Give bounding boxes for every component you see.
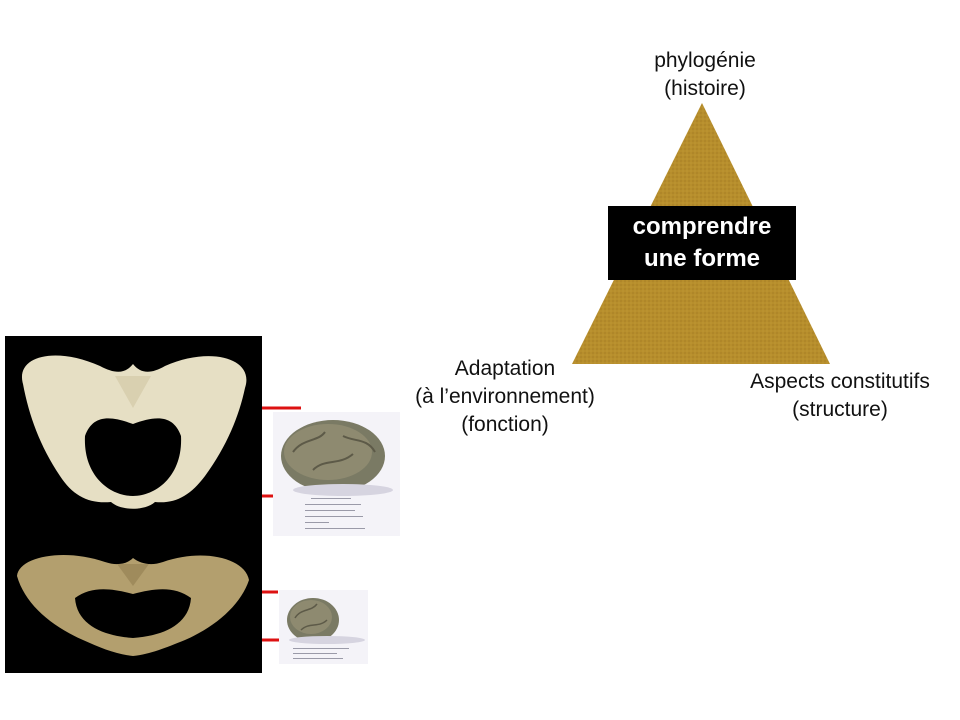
fossil-pelvis	[17, 554, 249, 656]
apex-label: phylogénie (histoire)	[620, 47, 790, 103]
caption-line	[305, 522, 329, 523]
caption-line	[293, 658, 343, 659]
pelvis-illustration	[17, 355, 249, 656]
center-label-line2: une forme	[643, 245, 760, 272]
caption-line	[305, 528, 365, 529]
left-label-line2: (à l’environnement)	[415, 385, 595, 408]
center-box: comprendre une forme	[608, 206, 796, 280]
left-vertex-label: Adaptation (à l’environnement) (fonction…	[390, 355, 620, 439]
right-vertex-label: Aspects constitutifs (structure)	[720, 368, 960, 424]
modern-brain-image	[281, 420, 393, 496]
caption-line	[305, 516, 363, 517]
fossil-brain-image	[287, 598, 365, 644]
modern-brain-card	[273, 412, 400, 536]
apex-label-line1: phylogénie	[654, 49, 756, 72]
left-label-line3: (fonction)	[461, 413, 549, 436]
pelvis-photo-panel	[5, 336, 262, 673]
left-label-line1: Adaptation	[454, 357, 556, 380]
caption-line	[305, 504, 361, 505]
caption-line	[293, 653, 337, 654]
fossil-brain-card	[279, 590, 368, 664]
caption-line	[305, 510, 355, 511]
apex-label-line2: (histoire)	[664, 77, 746, 100]
right-label-line2: (structure)	[792, 398, 888, 421]
caption-line	[293, 648, 349, 649]
modern-pelvis	[21, 355, 247, 509]
center-label-line1: comprendre	[632, 213, 772, 240]
caption-line	[311, 498, 351, 499]
right-label-line1: Aspects constitutifs	[750, 370, 930, 393]
